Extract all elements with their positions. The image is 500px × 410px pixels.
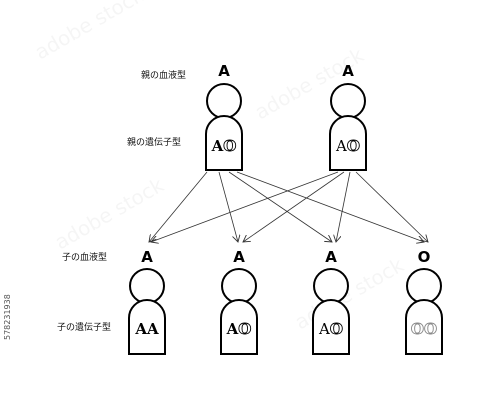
parent-1-blood-type: A (218, 62, 230, 80)
child-2-blood-type: A (233, 248, 245, 266)
child-3-allele-1: A (318, 320, 330, 338)
parent-1-body (205, 115, 243, 171)
child-4-head (406, 268, 442, 304)
child-3-blood-type: A (325, 248, 337, 266)
parent-1-allele-1: A (211, 137, 224, 155)
child-2: A AO (220, 248, 258, 355)
child-4: O OO (405, 248, 443, 355)
parent-2-blood-type: A (342, 62, 354, 80)
stock-id: 578231938 (3, 294, 12, 340)
child-2-body (220, 299, 258, 355)
label-parent-genotype: 親の遺伝子型 (127, 136, 181, 148)
arrow-p1-c4 (236, 171, 424, 242)
arrow-p2-c4 (355, 171, 428, 242)
parent-1: A AO (205, 62, 243, 171)
child-2-genotype: AO (226, 320, 252, 338)
child-4-allele-1: O (411, 320, 424, 338)
child-2-allele-2: O (238, 320, 251, 338)
parent-2-body (329, 115, 367, 171)
child-4-body (405, 299, 443, 355)
inheritance-arrows (149, 171, 428, 242)
arrow-p2-c1 (151, 171, 339, 242)
child-4-blood-type: O (418, 248, 431, 266)
parent-1-head (206, 83, 242, 119)
parent-2: A AO (329, 62, 367, 171)
child-3-head (313, 268, 349, 304)
parent-2-head (330, 83, 366, 119)
arrow-p1-c2 (218, 171, 238, 242)
arrow-p1-c3 (228, 171, 332, 242)
child-1-body (128, 299, 166, 355)
child-4-allele-2: O (424, 320, 437, 338)
child-1-allele-2: A (146, 320, 159, 338)
label-child-blood-type: 子の血液型 (62, 251, 107, 263)
arrow-p2-c2 (243, 171, 345, 242)
arrow-p2-c3 (336, 171, 351, 242)
child-1-genotype: AA (134, 320, 159, 338)
child-3: A AO (312, 248, 350, 355)
watermark-text: adobe stock (31, 0, 149, 64)
child-2-allele-1: A (226, 320, 239, 338)
parent-1-genotype: AO (211, 137, 237, 155)
watermark-text: adobe stock (51, 173, 169, 255)
child-1-head (129, 268, 165, 304)
child-2-head (221, 268, 257, 304)
parent-1-allele-2: O (223, 137, 236, 155)
parent-2-genotype: AO (335, 137, 360, 155)
child-1-blood-type: A (141, 248, 153, 266)
child-3-allele-2: O (330, 320, 343, 338)
parent-2-allele-2: O (347, 137, 360, 155)
child-3-body (312, 299, 350, 355)
label-parent-blood-type: 親の血液型 (141, 69, 186, 81)
child-1: A AA (128, 248, 166, 355)
child-4-genotype: OO (411, 320, 437, 338)
parent-2-allele-1: A (335, 137, 347, 155)
child-1-allele-1: A (134, 320, 147, 338)
label-child-genotype: 子の遺伝子型 (57, 321, 111, 333)
arrow-p1-c1 (149, 171, 208, 242)
child-3-genotype: AO (318, 320, 343, 338)
